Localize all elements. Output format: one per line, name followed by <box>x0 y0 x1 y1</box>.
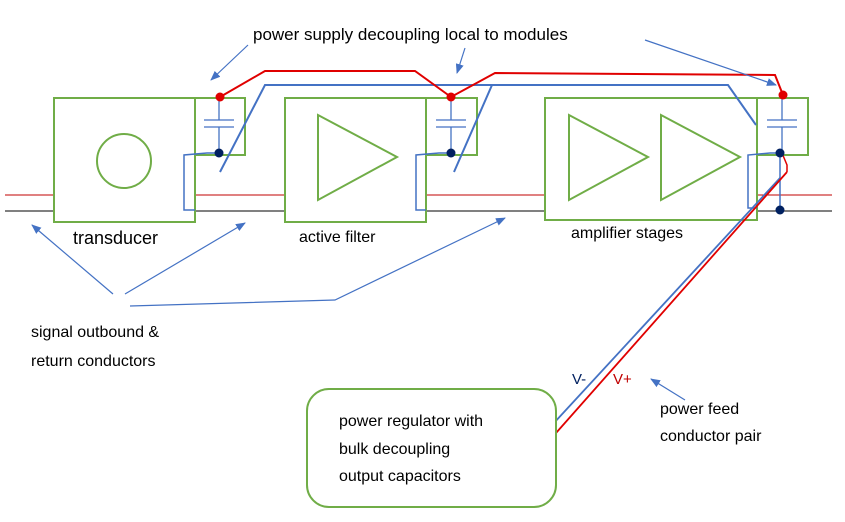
signal-note-line-2: return conductors <box>31 353 156 370</box>
transducer-local-negative-wiring <box>183 152 219 211</box>
active-filter-label: active filter <box>299 229 376 246</box>
signal-arrow-transducer <box>124 222 246 295</box>
filter-positive-node <box>446 92 456 102</box>
amplifier-stages-label: amplifier stages <box>571 225 683 242</box>
signal-note-line-1: signal outbound & <box>31 324 159 341</box>
filter-local-negative-wiring <box>415 152 451 211</box>
transducer-label: transducer <box>73 228 158 248</box>
decoupling-arrow-amplifier <box>644 39 777 86</box>
filter-amplifier-symbol <box>317 113 400 202</box>
power-feed-positive <box>555 171 788 434</box>
negative-supply-bus <box>219 84 494 173</box>
feed-note-line-2: conductor pair <box>660 428 762 445</box>
v-plus-label: V+ <box>613 371 632 388</box>
filter-negative-node <box>446 148 456 158</box>
transducer-symbol <box>96 133 152 189</box>
feed-note-line-1: power feed <box>660 401 739 418</box>
power-feed-negative <box>552 177 781 425</box>
signal-arrow-long <box>129 217 506 307</box>
v-minus-label: V- <box>572 371 586 388</box>
amplifier-stage-2-symbol <box>660 113 743 202</box>
decoupling-arrow-filter <box>455 47 466 74</box>
power-regulator-box <box>306 388 557 508</box>
regulator-line-1: power regulator with <box>339 413 483 430</box>
transducer-positive-node <box>215 92 225 102</box>
regulator-line-2: bulk decoupling <box>339 441 450 458</box>
negative-supply-bus-right <box>492 84 757 126</box>
amplifier-positive-link <box>781 152 788 172</box>
amplifier-stage-1-symbol <box>568 113 651 202</box>
active-filter-module <box>284 97 427 223</box>
amplifier-local-negative-wiring <box>747 152 780 209</box>
signal-arrow-left <box>31 224 114 295</box>
amplifier-return-node <box>775 205 785 215</box>
regulator-line-3: output capacitors <box>339 468 461 485</box>
feed-arrow <box>650 378 686 401</box>
amplifier-stages-module <box>544 97 758 221</box>
transducer-module <box>53 97 196 223</box>
decoupling-note: power supply decoupling local to modules <box>253 25 568 44</box>
decoupling-arrow-transducer <box>210 44 249 81</box>
amplifier-positive-node <box>778 90 788 100</box>
transducer-negative-node <box>214 148 224 158</box>
amplifier-negative-node <box>775 148 785 158</box>
